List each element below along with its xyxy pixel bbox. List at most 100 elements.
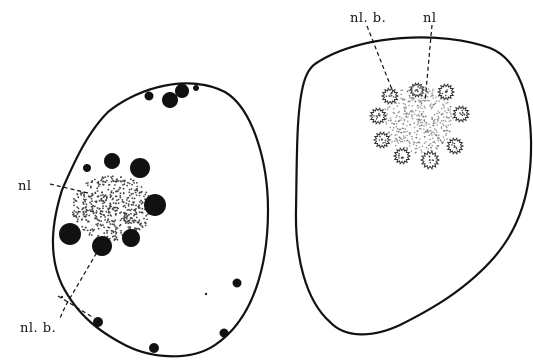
stipple-dot bbox=[106, 232, 108, 234]
stipple-dot bbox=[106, 180, 108, 182]
stipple-dot bbox=[123, 193, 125, 195]
stipple-dot bbox=[402, 99, 404, 101]
stipple-dot bbox=[119, 212, 121, 214]
stipple-dot bbox=[411, 150, 413, 152]
stipple-dot bbox=[430, 106, 432, 108]
stipple-dot bbox=[98, 195, 100, 197]
stipple-dot bbox=[128, 191, 130, 193]
stipple-dot bbox=[402, 127, 404, 129]
stipple-dot bbox=[120, 197, 122, 199]
body-dot bbox=[403, 157, 405, 159]
stipple-dot bbox=[423, 132, 425, 134]
stipple-dot bbox=[114, 184, 116, 186]
stipple-dot bbox=[84, 201, 86, 203]
stipple-dot bbox=[447, 130, 449, 132]
stipple-dot bbox=[136, 194, 138, 196]
stipple-dot bbox=[126, 197, 128, 199]
stipple-dot bbox=[138, 228, 140, 230]
stipple-dot bbox=[443, 136, 445, 138]
stipple-dot bbox=[418, 99, 420, 101]
stipple-dot bbox=[100, 211, 102, 213]
stipple-dot bbox=[89, 202, 91, 204]
stipple-dot bbox=[109, 194, 111, 196]
stipple-dot bbox=[391, 141, 393, 143]
stipple-dot bbox=[99, 184, 101, 186]
leader-line bbox=[367, 26, 393, 92]
stipple-dot bbox=[110, 176, 112, 178]
body-dot bbox=[463, 113, 465, 115]
stipple-dot bbox=[415, 137, 417, 139]
stipple-dot bbox=[450, 120, 452, 122]
stipple-dot bbox=[94, 192, 96, 194]
stipple-dot bbox=[438, 134, 440, 136]
stipple-dot bbox=[384, 108, 386, 110]
stipple-dot bbox=[407, 147, 409, 149]
stipple-dot bbox=[445, 133, 447, 135]
stipple-dot bbox=[399, 139, 401, 141]
stipple-dot bbox=[413, 143, 415, 145]
stipple-dot bbox=[407, 91, 409, 93]
stipple-dot bbox=[140, 200, 142, 202]
stipple-dot bbox=[73, 213, 75, 215]
stipple-dot bbox=[393, 127, 395, 129]
stipple-dot bbox=[141, 186, 143, 188]
stipple-dot bbox=[82, 207, 84, 209]
stipple-dot bbox=[421, 119, 423, 121]
nucleolar-bodies-label: nl. b. bbox=[20, 321, 56, 336]
stipple-dot bbox=[406, 135, 408, 137]
stipple-dot bbox=[89, 232, 91, 234]
stipple-dot bbox=[129, 183, 131, 185]
body-dot bbox=[456, 148, 458, 150]
left-nucleolus bbox=[72, 175, 153, 241]
stipple-dot bbox=[387, 109, 389, 111]
stipple-dot bbox=[385, 121, 387, 123]
stipple-dot bbox=[419, 142, 421, 144]
stipple-dot bbox=[437, 138, 439, 140]
stipple-dot bbox=[428, 124, 430, 126]
stipple-dot bbox=[91, 234, 93, 236]
stipple-dot bbox=[403, 107, 405, 109]
stipple-dot bbox=[115, 180, 117, 182]
stipple-dot bbox=[100, 220, 102, 222]
stipple-dot bbox=[127, 220, 129, 222]
stipple-dot bbox=[98, 228, 100, 230]
stipple-dot bbox=[394, 113, 396, 115]
stipple-dot bbox=[443, 125, 445, 127]
stipple-dot bbox=[387, 113, 389, 115]
stipple-dot bbox=[86, 209, 88, 211]
stipple-dot bbox=[113, 202, 115, 204]
stipple-dot bbox=[428, 134, 430, 136]
stipple-dot bbox=[403, 131, 405, 133]
stipple-dot bbox=[116, 237, 118, 239]
stipple-dot bbox=[132, 204, 134, 206]
stipple-dot bbox=[87, 221, 89, 223]
stipple-dot bbox=[409, 142, 411, 144]
stipple-dot bbox=[100, 180, 102, 182]
stipple-dot bbox=[403, 135, 405, 137]
stipple-dot bbox=[450, 124, 452, 126]
stipple-dot bbox=[142, 202, 144, 204]
stipple-dot bbox=[119, 187, 121, 189]
dark-body bbox=[149, 343, 159, 353]
stipple-dot bbox=[119, 225, 121, 227]
stipple-dot bbox=[419, 128, 421, 130]
stipple-dot bbox=[120, 176, 122, 178]
stipple-dot bbox=[135, 205, 137, 207]
stipple-dot bbox=[81, 219, 83, 221]
stipple-dot bbox=[406, 113, 408, 115]
stipple-dot bbox=[110, 192, 112, 194]
stipple-dot bbox=[126, 213, 128, 215]
stipple-dot bbox=[408, 105, 410, 107]
stipple-dot bbox=[416, 134, 418, 136]
stipple-dot bbox=[138, 221, 140, 223]
stipple-dot bbox=[398, 131, 400, 133]
stipple-dot bbox=[127, 223, 129, 225]
stipple-dot bbox=[408, 100, 410, 102]
stipple-dot bbox=[404, 120, 406, 122]
stipple-dot bbox=[130, 218, 132, 220]
stipple-dot bbox=[428, 88, 430, 90]
stipple-dot bbox=[117, 180, 119, 182]
stipple-dot bbox=[450, 106, 452, 108]
stipple-dot bbox=[430, 130, 432, 132]
